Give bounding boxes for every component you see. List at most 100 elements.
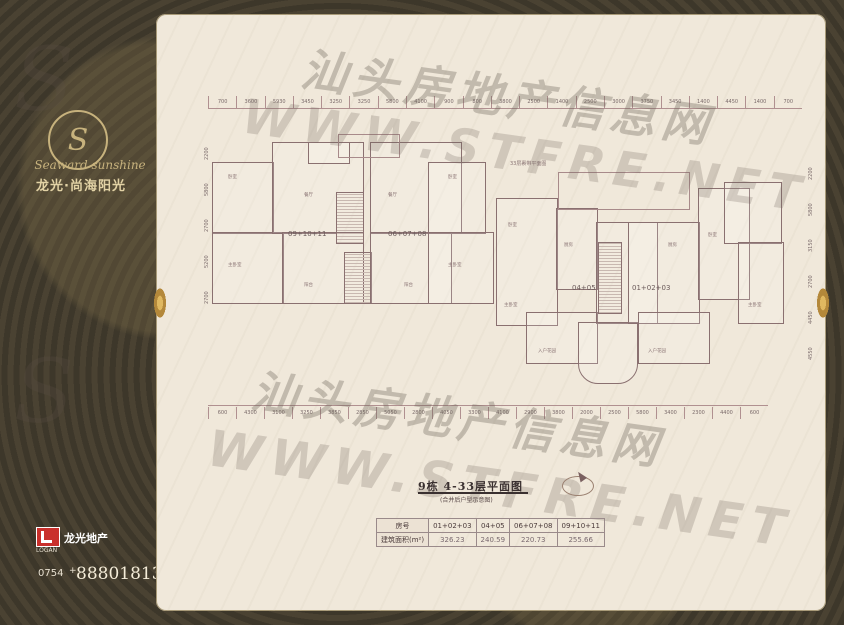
dimension-value: 1400 (745, 96, 773, 108)
developer-name: 龙光地产 (64, 532, 108, 545)
logo-letter: S (67, 122, 89, 158)
dimension-value: 700 (208, 96, 236, 108)
dimension-value: 5050 (376, 407, 404, 419)
table-row: 建筑面积(m²) 326.23 240.59 220.73 255.66 (375, 532, 605, 547)
dimension-value: 4050 (432, 407, 460, 419)
dimension-value: 3750 (632, 96, 660, 108)
dimension-value: 4450 (808, 311, 814, 324)
dimension-value: 1400 (547, 96, 575, 108)
room-label: 卧室 (508, 223, 517, 228)
room-label: 厨房 (668, 243, 677, 248)
compass-icon (562, 476, 594, 496)
dimension-value: 5930 (264, 96, 293, 108)
room-block (724, 182, 782, 244)
room-block (496, 198, 558, 326)
dimension-value: 2800 (404, 407, 432, 419)
dimension-value: 4100 (405, 96, 434, 108)
stair-core (336, 192, 364, 244)
room-block (578, 322, 638, 384)
dimension-value: 5800 (628, 407, 656, 419)
room-label: 卧室 (708, 233, 717, 238)
dimension-value: 3250 (292, 407, 320, 419)
watermark-logo-icon: S (14, 340, 75, 443)
stair-core-right (598, 242, 622, 314)
room-block (428, 162, 486, 234)
dimension-value: 4400 (712, 407, 740, 419)
plan-note: 33层裹带平面图 (510, 161, 547, 167)
logan-logo-text: LOGAN (36, 547, 58, 554)
dimension-value: 2300 (684, 407, 712, 419)
dimension-value: 3800 (490, 96, 519, 108)
title-underline (418, 492, 528, 494)
dimension-value: 4100 (488, 407, 516, 419)
table-cell: 326.23 (428, 532, 477, 547)
room-block (556, 208, 598, 290)
dimension-value: 600 (740, 407, 768, 419)
room-label: 餐厅 (388, 193, 397, 198)
table-cell: 06+07+08 (509, 518, 558, 533)
unit-label-b: 06+07+08 (388, 230, 427, 238)
bottom-dimension-line (208, 405, 768, 406)
room-block (628, 222, 700, 324)
room-block (428, 232, 494, 304)
dimension-value: 2500 (575, 96, 604, 108)
dimension-value: 3300 (460, 407, 488, 419)
floor-plan-drawing: 09+10+11 06+07+08 33层裹带平面图 主卧室 卧室 餐厅 阳台 … (208, 112, 808, 392)
dimension-value: 2850 (348, 407, 376, 419)
dimension-value: 2500 (519, 96, 547, 108)
table-cell: 01+02+03 (428, 518, 477, 533)
dimension-value: 4300 (236, 407, 264, 419)
dimension-value: 600 (208, 407, 236, 419)
room-label: 主卧室 (748, 303, 762, 308)
elevator-core (344, 252, 372, 304)
room-block (212, 162, 274, 234)
area-table: 房号 01+02+03 04+05 06+07+08 09+10+11 建筑面积… (375, 518, 605, 547)
room-block (370, 232, 452, 304)
dimension-value: 3450 (292, 96, 321, 108)
dimension-value: 900 (434, 96, 462, 108)
project-script-name: Seaward sunshine (34, 158, 146, 172)
dimension-value: 3800 (544, 407, 572, 419)
dimension-value: 3400 (656, 407, 684, 419)
dimension-value: 2700 (808, 275, 814, 288)
unit-label-d: 01+02+03 (632, 284, 671, 292)
dimension-value: 3250 (321, 96, 349, 108)
table-header-cell: 房号 (375, 518, 430, 533)
paper-texture (156, 14, 826, 611)
dimension-value: 3450 (660, 96, 689, 108)
dimension-value: 3600 (236, 96, 264, 108)
unit-label-a: 09+10+11 (288, 230, 327, 238)
sales-phone: 88801813 (76, 564, 163, 584)
table-cell: 255.66 (556, 532, 605, 547)
ornament-left-icon (153, 286, 167, 320)
unit-label-c: 04+05 (572, 284, 596, 292)
dimension-value: 5800 (808, 203, 814, 216)
table-header-cell: 建筑面积(m²) (375, 532, 430, 547)
dimension-value: 2900 (516, 407, 544, 419)
room-label: 餐厅 (304, 193, 313, 198)
room-block (212, 232, 284, 304)
corridor (338, 134, 400, 158)
watermark-logo-icon: S (14, 28, 75, 131)
room-label: 阳台 (404, 283, 413, 288)
room-block (596, 222, 658, 324)
room-label: 主卧室 (448, 263, 462, 268)
ornament-right-icon (816, 286, 830, 320)
dimension-value: 3000 (603, 96, 632, 108)
phone-area-code: 0754 (38, 568, 64, 579)
room-label: 厨房 (564, 243, 573, 248)
dimension-value: 3250 (349, 96, 377, 108)
table-cell: 04+05 (475, 518, 511, 533)
floor-plan-sheet (156, 14, 826, 611)
logan-logo-icon (36, 527, 60, 547)
dimension-value: 3850 (320, 407, 348, 419)
table-cell: 09+10+11 (556, 518, 605, 533)
top-dimension-line (208, 108, 802, 109)
table-cell: 240.59 (475, 532, 511, 547)
dimension-value: 3150 (808, 239, 814, 252)
dimension-value: 4550 (808, 347, 814, 360)
room-block (738, 242, 784, 324)
dimension-value: 2500 (600, 407, 628, 419)
